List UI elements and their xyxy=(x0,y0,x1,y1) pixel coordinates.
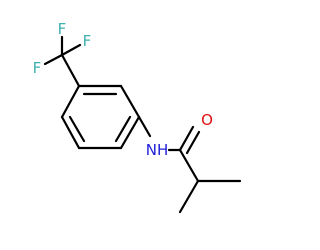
ring-bond-5 xyxy=(60,115,81,150)
bond-c-ch xyxy=(178,148,200,183)
fluorine-top-label: F xyxy=(58,20,67,38)
ring-bond-6 xyxy=(60,84,81,119)
nitrogen-label: NH xyxy=(146,141,169,159)
ring-double-2 xyxy=(114,115,132,143)
fluorine-left-label: F xyxy=(33,59,42,77)
ring-bond-2 xyxy=(119,84,141,119)
bond-ch-me2 xyxy=(178,179,200,214)
bond-cf3-ring xyxy=(60,53,81,88)
fluorine-right-label: F xyxy=(83,32,92,50)
bonds xyxy=(43,35,242,214)
bond-c-o-1 xyxy=(178,125,195,152)
ring-bond-3 xyxy=(119,115,141,150)
bond-ring-n xyxy=(137,115,152,138)
molecule-structure: F F F NH O xyxy=(33,20,242,214)
bond-c-o-2 xyxy=(185,130,201,155)
ring-double-3 xyxy=(68,115,86,143)
oxygen-label: O xyxy=(201,111,213,129)
bond-c-f-left xyxy=(43,53,64,66)
bond-c-f-right xyxy=(60,43,82,57)
